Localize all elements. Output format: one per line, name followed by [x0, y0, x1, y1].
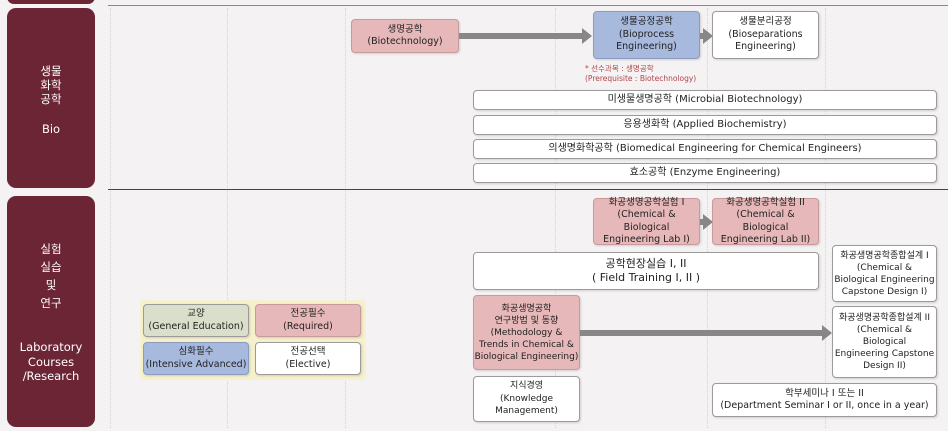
- course-wide: 의생명화학공학 (Biomedical Engineering for Chem…: [473, 139, 937, 159]
- course-capstone-1: 화공생명공학종합설계 I (Chemical & Biological Engi…: [832, 245, 937, 302]
- course-wide: 효소공학 (Enzyme Engineering): [473, 163, 937, 183]
- course-seminar: 학부세미나 I 또는 II (Department Seminar I or I…: [712, 383, 937, 417]
- grid-line: [110, 8, 111, 428]
- course-title-en: (Methodology &: [490, 327, 563, 338]
- category-label-en-line: Courses: [27, 354, 75, 369]
- course-title-ko: 연구방법 및 동향: [494, 315, 559, 326]
- course-title-en: Management): [495, 406, 558, 417]
- course-title-ko: 화공생명공학실험 II: [726, 196, 805, 208]
- category-lab: 실험 실습 및 연구 Laboratory Courses /Research: [7, 196, 95, 427]
- course-methodology: 화공생명공학 연구방법 및 동향 (Methodology & Trends i…: [473, 295, 580, 370]
- category-label: 실험: [40, 242, 62, 256]
- course-title-en: Engineering Lab I): [603, 234, 690, 245]
- arrow-right-icon: [580, 325, 832, 341]
- course-title-ko: 화공생명공학종합설계 II: [839, 313, 930, 323]
- course-title-en: (Bioseparations: [728, 28, 803, 40]
- legend-general-education: 교양 (General Education): [143, 304, 249, 337]
- course-lab-2: 화공생명공학실험 II (Chemical & Biological Engin…: [712, 196, 819, 245]
- course-knowledge-management: 지식경영 (Knowledge Management): [473, 376, 580, 422]
- course-title-en: ( Field Training I, II ): [591, 271, 701, 284]
- category-label: 화학: [40, 78, 62, 92]
- category-label-en: Bio: [41, 122, 61, 136]
- legend-label-en: (Intensive Advanced): [145, 358, 247, 370]
- course-title-ko: 공학현장실습 I, II: [605, 257, 687, 270]
- course-biotechnology: 생명공학 (Biotechnology): [351, 19, 459, 53]
- course-wide: 미생물생명공학 (Microbial Biotechnology): [473, 90, 937, 110]
- course-title-en: (Knowledge: [500, 393, 553, 404]
- category-label-en-line: /Research: [22, 369, 80, 383]
- course-title-ko: 화공생명공학: [501, 303, 552, 314]
- course-capstone-2: 화공생명공학종합설계 II (Chemical & Biological Eng…: [832, 306, 937, 378]
- legend-intensive-advanced: 심화필수 (Intensive Advanced): [143, 342, 249, 375]
- legend-label-en: (Elective): [285, 358, 331, 370]
- course-title-en: (Department Seminar I or II, once in a y…: [720, 400, 929, 411]
- grid-line: [345, 8, 346, 428]
- arrow-right-icon: [700, 28, 713, 44]
- category-label: 및: [45, 278, 57, 292]
- category-label-en-line: Laboratory: [19, 340, 83, 354]
- legend-label-ko: 심화필수: [178, 346, 214, 357]
- category-label: 공학: [40, 92, 62, 106]
- course-bioseparations: 생물분리공정 (Bioseparations Engineering): [712, 11, 819, 59]
- course-title-ko: 학부세미나 I 또는 II: [785, 387, 864, 399]
- course-bioprocess: 생물공정공학 (Bioprocess Engineering): [593, 11, 700, 59]
- course-title-ko: 지식경영: [509, 381, 544, 392]
- grid-line: [227, 8, 228, 428]
- course-wide: 응용생화학 (Applied Biochemistry): [473, 115, 937, 135]
- course-title-en: (Chemical &: [856, 262, 913, 273]
- prerequisite-en: (Prerequisite : Biotechnology): [585, 74, 697, 83]
- section-divider: [108, 189, 948, 190]
- course-title-ko: 생명공학: [387, 23, 423, 35]
- section-divider: [108, 5, 948, 6]
- course-title-ko: 화공생명공학종합설계 I: [840, 250, 929, 261]
- course-title-en: Design II): [863, 361, 906, 371]
- course-title-en: Biological Engineering: [834, 274, 935, 285]
- category-label: 생물: [40, 64, 62, 78]
- course-title-en: Trends in Chemical &: [479, 339, 574, 350]
- course-lab-1: 화공생명공학실험 I (Chemical & Biological Engine…: [593, 196, 700, 245]
- category-label: 연구: [40, 296, 62, 310]
- legend-required: 전공필수 (Required): [255, 304, 361, 337]
- grid-line: [825, 8, 826, 428]
- course-title-en: Capstone Design I): [841, 286, 928, 297]
- category-label: 실습: [40, 260, 62, 274]
- arrow-right-icon: [459, 28, 592, 44]
- prerequisite-note: * 선수과목 : 생명공학 (Prerequisite : Biotechnol…: [585, 64, 696, 84]
- category-previous: [7, 0, 95, 4]
- course-title-en: (Chemical & Biological: [617, 209, 676, 233]
- course-title-en: (Bioprocess: [618, 28, 675, 40]
- course-title-ko: 화공생명공학실험 I: [608, 196, 685, 208]
- legend-label-en: (Required): [283, 320, 333, 332]
- arrow-right-icon: [700, 214, 713, 230]
- course-title-en: Engineering Capstone: [834, 349, 935, 359]
- legend-label-en: (General Education): [148, 320, 244, 332]
- legend-label-ko: 전공선택: [290, 346, 326, 357]
- course-title-en: (Biotechnology): [367, 36, 443, 47]
- course-title-en: Engineering): [735, 41, 796, 53]
- course-title-en: Engineering): [616, 41, 677, 53]
- legend-label-ko: 전공필수: [290, 308, 326, 319]
- course-title-en: (Chemical &: [856, 325, 913, 335]
- category-label-en: Laboratory Courses /Research: [7, 340, 95, 384]
- legend-elective: 전공선택 (Elective): [255, 342, 361, 375]
- course-title-en: Engineering Lab II): [720, 234, 811, 245]
- grid-line: [555, 8, 556, 428]
- course-title-ko: 생물공정공학: [620, 16, 673, 28]
- prerequisite-ko: * 선수과목 : 생명공학: [585, 64, 654, 73]
- course-title-en: Biological: [862, 337, 907, 347]
- course-title-ko: 생물분리공정: [739, 16, 792, 28]
- category-bio: 생물 화학 공학 Bio: [7, 8, 95, 188]
- legend-label-ko: 교양: [187, 308, 205, 319]
- course-title-en: Biological Engineering): [474, 351, 579, 362]
- course-field-training: 공학현장실습 I, II ( Field Training I, II ): [473, 252, 819, 290]
- course-title-en: (Chemical & Biological: [736, 209, 795, 233]
